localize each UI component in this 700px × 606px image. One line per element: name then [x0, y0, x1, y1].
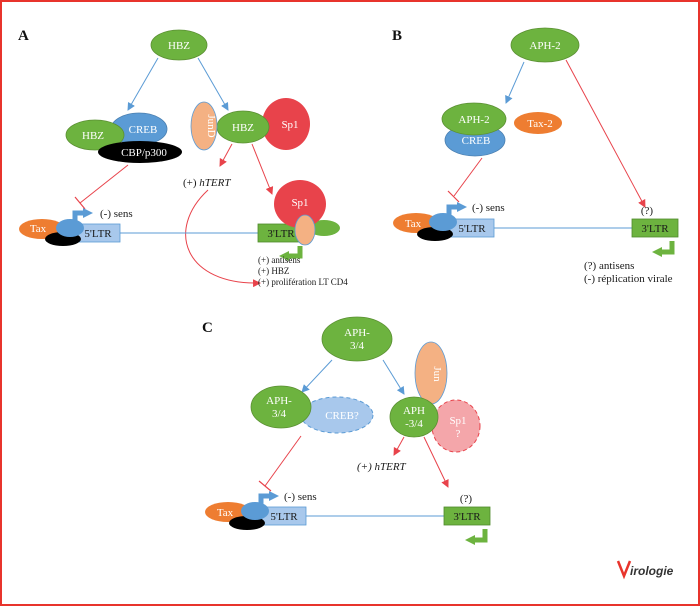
jund-small-a [294, 214, 316, 246]
creb-small-a [56, 219, 84, 237]
output-replication-b: (-) réplication virale [584, 273, 673, 285]
aph34-top-node [321, 316, 393, 362]
sens-arrow-c [258, 491, 279, 505]
arrow-aph34-to-creb [301, 359, 333, 393]
aph34-left-label-2: 3/4 [272, 408, 287, 420]
aph34-top-label-1: APH- [344, 327, 370, 339]
output-proliferation-a: (+) prolifération LT CD4 [258, 277, 348, 287]
arrow-aph2-to-complex [505, 61, 525, 104]
panel-label-c: C [202, 320, 213, 336]
creb-label: CREB [129, 124, 158, 136]
ltr3-label-b: 3'LTR [641, 223, 669, 235]
inhibition-bar-a [74, 196, 86, 210]
ltr3-label-c: 3'LTR [453, 511, 481, 523]
cbp-p300-node [98, 141, 182, 163]
inhibition-line-a [79, 164, 129, 204]
aph34-top-label-2: 3/4 [350, 340, 365, 352]
tax2-node [514, 112, 562, 134]
sp1-ltr-label: Sp1 [291, 197, 308, 209]
hbz-mid-label: HBZ [232, 122, 254, 134]
jun-label: Jun [431, 366, 443, 382]
output-antisens-b: (?) antisens [584, 260, 634, 272]
sens-label-a: (-) sens [100, 208, 133, 220]
aph2-top-label: APH-2 [529, 40, 560, 52]
tax2-label: Tax-2 [527, 118, 553, 130]
sp1-ltr-node [274, 180, 326, 228]
aph2-node [441, 102, 507, 136]
htert-label-a: (+) hTERT [183, 177, 231, 189]
aph34-mid-node [389, 396, 439, 438]
virologie-logo: V irologie [616, 560, 674, 580]
tax-label-a: Tax [30, 223, 47, 235]
aph34-mid-label-2: -3/4 [405, 418, 423, 430]
hbz-left-label: HBZ [82, 130, 104, 142]
panel-c: C APH- 3/4 CREB? APH- 3/4 Jun Sp1 ? APH … [202, 316, 491, 545]
inhibition-line-c [264, 435, 302, 487]
aph34-mid-label-1: APH [403, 405, 425, 417]
hbz-top-node [150, 29, 208, 61]
ltr3-label-a: 3'LTR [267, 228, 295, 240]
arrow-to-3ltr-a [251, 143, 274, 195]
arrow-hbz-to-creb [127, 57, 159, 111]
cbp-p300-label: CBP/p300 [121, 147, 167, 159]
panel-label-a: A [18, 28, 29, 44]
arrow-to-htert-c [393, 436, 405, 456]
arrow-hbz-to-hbz-jund [197, 57, 229, 111]
sens-label-b: (-) sens [472, 202, 505, 214]
creb-small-c [241, 502, 269, 520]
inhibition-bar-c [258, 480, 272, 492]
jund-label: JunD [205, 114, 217, 137]
sp1-question-label-2: ? [456, 428, 461, 440]
curved-arrow-htert-a [185, 189, 261, 288]
inhibition-bar-b [447, 190, 460, 203]
jund-node [190, 101, 218, 151]
creb-small-b [429, 213, 457, 231]
sens-label-c: (-) sens [284, 491, 317, 503]
sens-arrow-a [72, 208, 93, 222]
output-hbz-a: (+) HBZ [258, 266, 289, 276]
creb-question-label: CREB? [325, 410, 359, 422]
ltr5-label-c: 5'LTR [270, 511, 298, 523]
aph34-left-label-1: APH- [266, 395, 292, 407]
ltr3-box-b [631, 218, 679, 238]
ltr5-label-a: 5'LTR [84, 228, 112, 240]
panel-label-b: B [392, 28, 402, 44]
logo-text: irologie [630, 564, 674, 578]
tax-label-c: Tax [217, 507, 234, 519]
tax-label-b: Tax [405, 218, 422, 230]
htert-label-c: (+) hTERT [357, 461, 407, 473]
inhibition-line-b [453, 157, 483, 197]
ltr3-box-c [443, 506, 491, 526]
panel-a: A HBZ CREB HBZ CBP/p300 Sp1 HBZ JunD (+)… [18, 28, 348, 288]
creb-label-b: CREB [462, 135, 491, 147]
green-small-a [308, 220, 340, 236]
arrow-to-3ltr-c [423, 436, 449, 488]
question-label-c: (?) [460, 493, 473, 505]
output-antisens-a: (+) antisens [258, 255, 301, 265]
antisens-arrow-c [465, 529, 488, 545]
logo-mark-icon [616, 560, 632, 580]
sens-arrow-b [446, 202, 467, 216]
sp1-question-label-1: Sp1 [449, 415, 466, 427]
arrow-aph34-to-jun [382, 359, 405, 395]
sp1-top-node [262, 98, 310, 150]
ltr5-label-b: 5'LTR [458, 223, 486, 235]
sp1-top-label: Sp1 [281, 119, 298, 131]
hbz-left-node [65, 119, 125, 151]
question-label-b: (?) [641, 205, 654, 217]
aph2-top-node [510, 27, 580, 63]
aph34-left-node [250, 385, 312, 429]
panel-b: B APH-2 Tax-2 CREB APH-2 5'LTR Tax (-) s… [392, 27, 679, 285]
hbz-top-label: HBZ [168, 40, 190, 52]
antisens-arrow-b [652, 241, 675, 257]
arrow-to-htert-a [219, 143, 233, 167]
arrow-aph2-to-3ltr [565, 59, 646, 208]
antisens-arrow-a [279, 246, 303, 261]
aph2-label: APH-2 [458, 114, 489, 126]
